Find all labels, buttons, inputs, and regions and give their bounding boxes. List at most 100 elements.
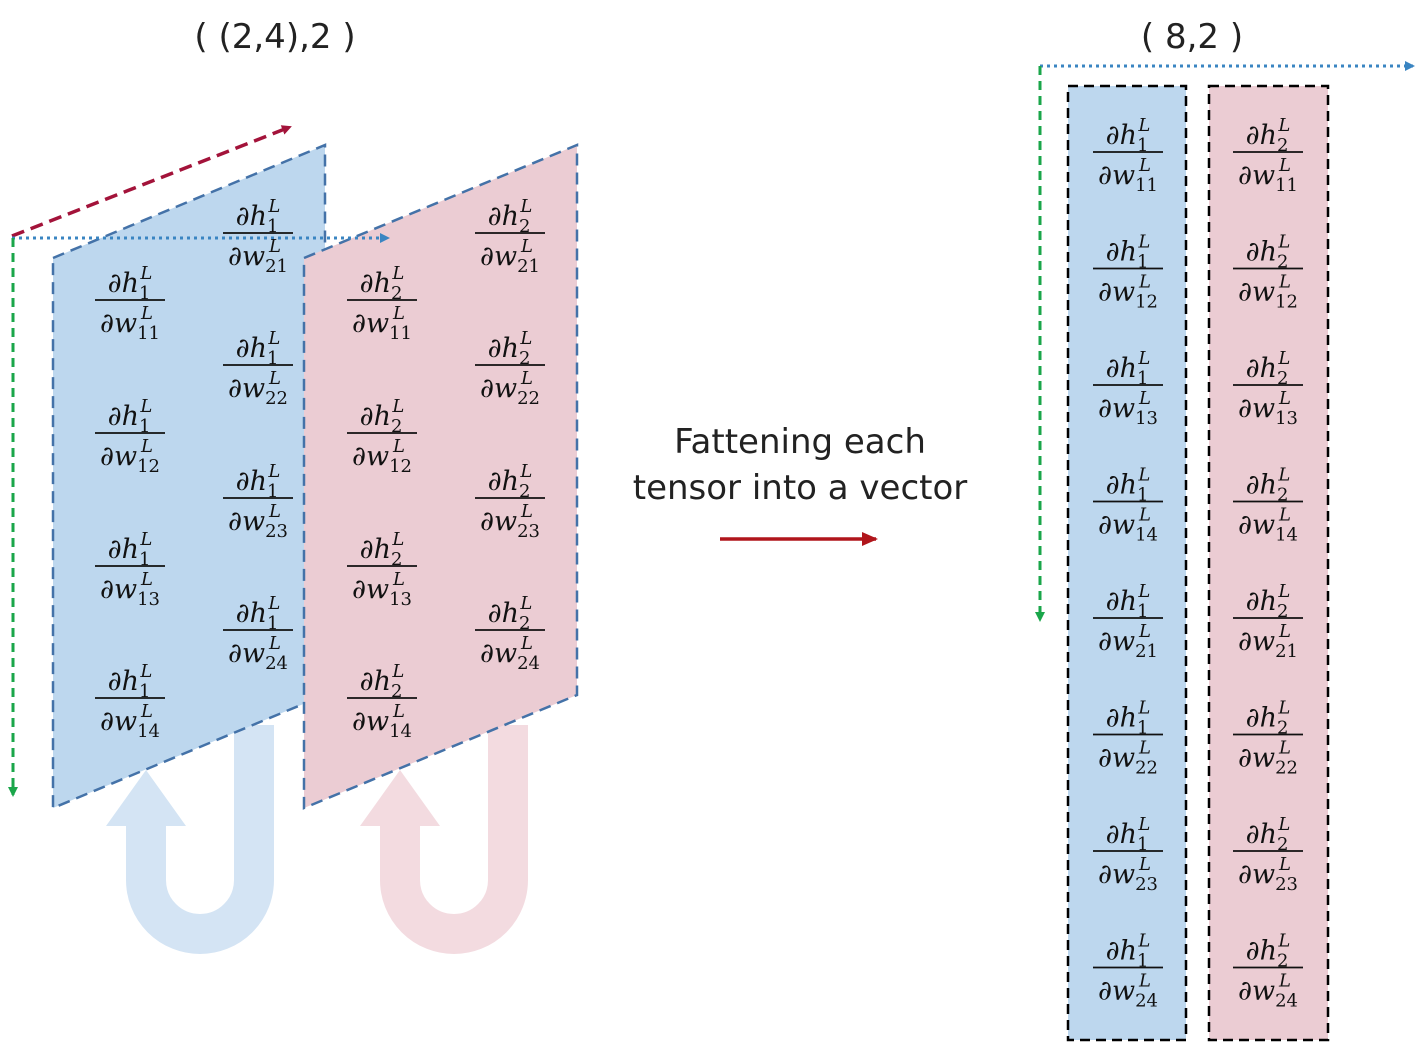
w-subscript: 21 bbox=[1135, 641, 1158, 662]
w-superscript: L bbox=[268, 501, 281, 522]
partial-symbol: ∂ bbox=[108, 401, 122, 432]
h-subscript: 1 bbox=[1137, 951, 1148, 972]
w-var: w bbox=[366, 441, 389, 472]
pink-tensor-panel bbox=[302, 143, 579, 810]
red-dashed-depth-arrow bbox=[11, 125, 292, 238]
h-subscript: 2 bbox=[1277, 601, 1288, 622]
numerator: ∂h1L bbox=[1106, 581, 1151, 622]
partial-symbol: ∂ bbox=[1098, 976, 1112, 1007]
partial-symbol: ∂ bbox=[1246, 936, 1260, 967]
w-superscript: L bbox=[1138, 272, 1151, 293]
h-superscript: L bbox=[1137, 814, 1150, 835]
numerator: ∂h2L bbox=[1246, 465, 1291, 506]
numerator: ∂h2L bbox=[488, 328, 533, 369]
h-superscript: L bbox=[139, 529, 152, 550]
partial-symbol: ∂ bbox=[1098, 743, 1112, 774]
numerator: ∂h1L bbox=[1106, 814, 1151, 855]
h-var: h bbox=[250, 598, 267, 629]
numerator: ∂h2L bbox=[1246, 348, 1291, 389]
w-subscript: 22 bbox=[265, 388, 288, 409]
h-superscript: L bbox=[519, 461, 532, 482]
partial-symbol: ∂ bbox=[1238, 976, 1252, 1007]
partial-symbol: ∂ bbox=[360, 268, 374, 299]
h-superscript: L bbox=[1277, 698, 1290, 719]
denominator: ∂w13L bbox=[100, 569, 160, 610]
w-var: w bbox=[366, 308, 389, 339]
denominator: ∂w14L bbox=[100, 701, 160, 742]
numerator: ∂h2L bbox=[1246, 814, 1291, 855]
partial-derivative-entry: ∂h2L∂w12L bbox=[347, 396, 417, 477]
partial-symbol: ∂ bbox=[1106, 936, 1120, 967]
partial-symbol: ∂ bbox=[1098, 626, 1112, 657]
w-subscript: 13 bbox=[1135, 408, 1158, 429]
w-superscript: L bbox=[140, 569, 153, 590]
denominator: ∂w23L bbox=[1098, 854, 1158, 895]
h-subscript: 2 bbox=[519, 348, 530, 369]
partial-symbol: ∂ bbox=[1246, 470, 1260, 501]
w-superscript: L bbox=[1138, 505, 1151, 526]
partial-symbol: ∂ bbox=[236, 201, 250, 232]
h-var: h bbox=[374, 401, 391, 432]
w-var: w bbox=[1112, 160, 1135, 191]
partial-symbol: ∂ bbox=[1246, 353, 1260, 384]
w-var: w bbox=[1252, 160, 1275, 191]
denominator: ∂w14L bbox=[1098, 505, 1158, 546]
h-var: h bbox=[1260, 120, 1277, 151]
w-var: w bbox=[1112, 976, 1135, 1007]
denominator: ∂w12L bbox=[1238, 272, 1298, 313]
w-subscript: 12 bbox=[389, 456, 412, 477]
partial-symbol: ∂ bbox=[1238, 626, 1252, 657]
w-var: w bbox=[494, 373, 517, 404]
partial-symbol: ∂ bbox=[100, 441, 114, 472]
h-subscript: 2 bbox=[1277, 834, 1288, 855]
partial-symbol: ∂ bbox=[1098, 510, 1112, 541]
denominator: ∂w23L bbox=[480, 501, 540, 542]
w-subscript: 24 bbox=[1135, 991, 1158, 1012]
denominator: ∂w13L bbox=[352, 569, 412, 610]
partial-symbol: ∂ bbox=[228, 373, 242, 404]
h-var: h bbox=[1120, 120, 1137, 151]
numerator: ∂h2L bbox=[1246, 931, 1291, 972]
w-subscript: 14 bbox=[1275, 525, 1298, 546]
h-var: h bbox=[374, 534, 391, 565]
h-subscript: 1 bbox=[1137, 135, 1148, 156]
partial-symbol: ∂ bbox=[1106, 120, 1120, 151]
h-superscript: L bbox=[139, 661, 152, 682]
partial-derivative-entry: ∂h1L∂w23L bbox=[1093, 814, 1163, 895]
partial-symbol: ∂ bbox=[108, 534, 122, 565]
partial-symbol: ∂ bbox=[100, 706, 114, 737]
h-subscript: 2 bbox=[1277, 485, 1288, 506]
w-var: w bbox=[242, 506, 265, 537]
h-superscript: L bbox=[267, 593, 280, 614]
w-var: w bbox=[242, 241, 265, 272]
h-superscript: L bbox=[1137, 465, 1150, 486]
w-superscript: L bbox=[392, 436, 405, 457]
w-superscript: L bbox=[392, 701, 405, 722]
transform-text-line-2: tensor into a vector bbox=[633, 468, 968, 508]
partial-symbol: ∂ bbox=[488, 201, 502, 232]
denominator: ∂w21L bbox=[1238, 621, 1298, 662]
w-superscript: L bbox=[392, 569, 405, 590]
h-var: h bbox=[1260, 237, 1277, 268]
denominator: ∂w13L bbox=[1238, 388, 1298, 429]
h-superscript: L bbox=[139, 263, 152, 284]
partial-symbol: ∂ bbox=[360, 534, 374, 565]
h-var: h bbox=[250, 466, 267, 497]
h-superscript: L bbox=[1137, 115, 1150, 136]
partial-symbol: ∂ bbox=[1106, 470, 1120, 501]
partial-symbol: ∂ bbox=[1246, 586, 1260, 617]
denominator: ∂w21L bbox=[228, 236, 288, 277]
numerator: ∂h1L bbox=[1106, 698, 1151, 739]
partial-derivative-entry: ∂h2L∂w24L bbox=[1233, 931, 1303, 1012]
h-var: h bbox=[374, 666, 391, 697]
w-var: w bbox=[114, 441, 137, 472]
w-var: w bbox=[1252, 393, 1275, 424]
partial-derivative-entry: ∂h2L∂w13L bbox=[347, 529, 417, 610]
w-subscript: 23 bbox=[517, 521, 540, 542]
partial-symbol: ∂ bbox=[360, 666, 374, 697]
h-subscript: 1 bbox=[267, 216, 278, 237]
w-var: w bbox=[1112, 743, 1135, 774]
h-subscript: 2 bbox=[1277, 368, 1288, 389]
blue-tensor-panel bbox=[51, 143, 327, 810]
